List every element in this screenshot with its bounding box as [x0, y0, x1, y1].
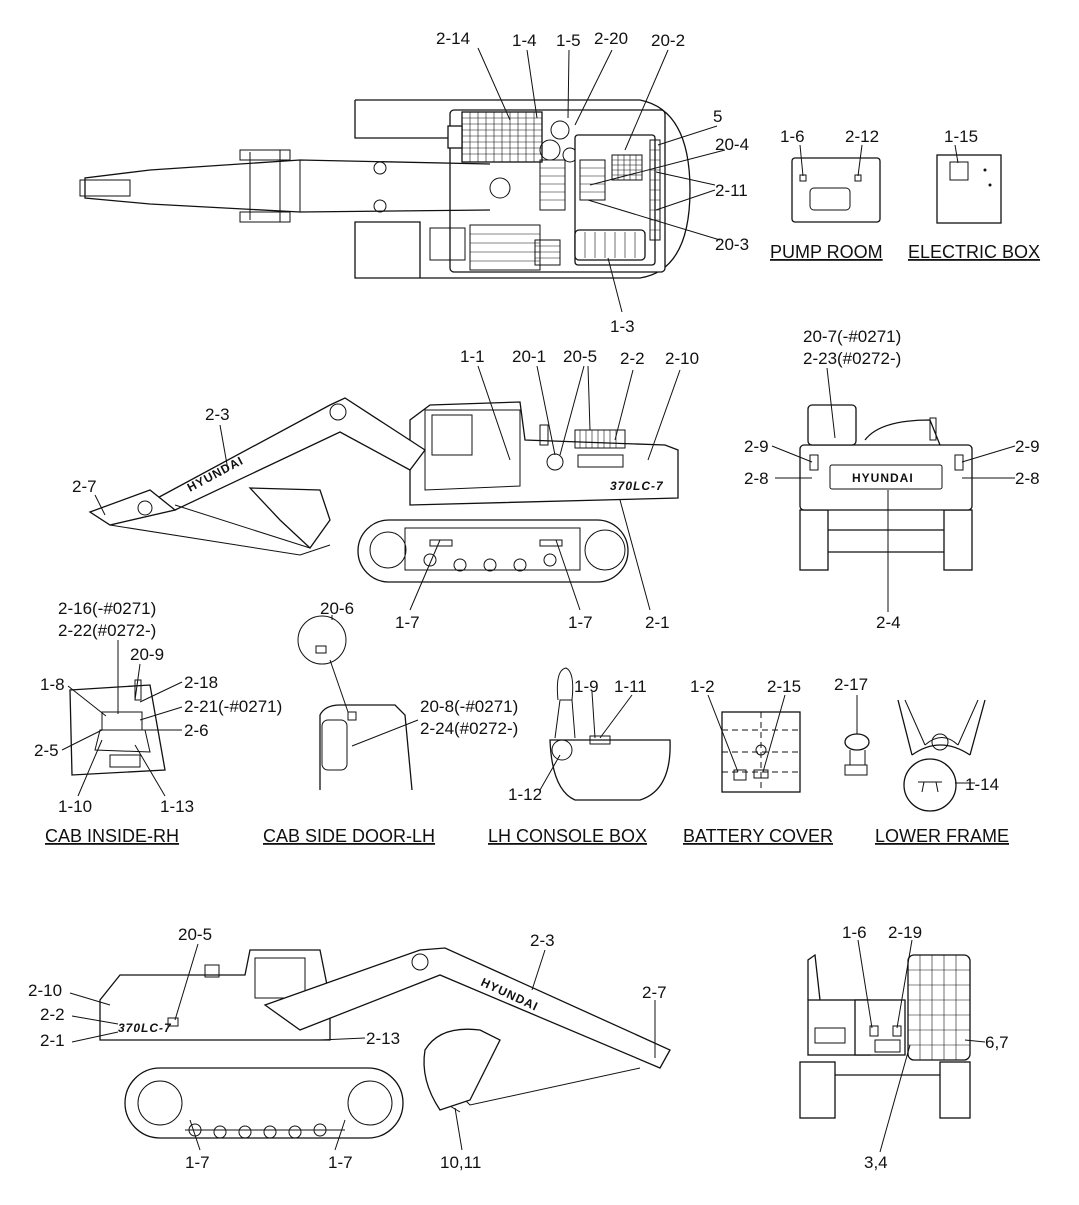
cab-side-door-lh: 20-6 20-8(-#0271) 2-24(#0272-) CAB SIDE … [263, 599, 518, 846]
label-2-19: 2-19 [888, 923, 922, 942]
label-2-16: 2-16(-#0271) [58, 599, 156, 618]
cab-inside-rh [61, 640, 183, 797]
label-2-8-right: 2-8 [1015, 469, 1040, 488]
side-view-rh: HYUNDAI 370LC-7 [69, 943, 671, 1151]
label-1-6-front: 1-6 [842, 923, 867, 942]
label-1-14: 1-14 [965, 775, 999, 794]
label-1-8: 1-8 [40, 675, 65, 694]
label-20-8: 20-8(-#0271) [420, 697, 518, 716]
label-20-7: 20-7(-#0271) [803, 327, 901, 346]
label-1-2: 1-2 [690, 677, 715, 696]
label-20-9: 20-9 [130, 645, 164, 664]
label-2-8-left: 2-8 [744, 469, 769, 488]
label-20-3: 20-3 [715, 235, 749, 254]
label-20-1: 20-1 [512, 347, 546, 366]
caption-cab-side-door-lh: CAB SIDE DOOR-LH [263, 826, 435, 846]
label-2-15: 2-15 [767, 677, 801, 696]
pump-room: 1-6 2-12 PUMP ROOM [770, 127, 883, 262]
label-2-9-left: 2-9 [744, 437, 769, 456]
label-2-18: 2-18 [184, 673, 218, 692]
label-1-7-lh-a: 1-7 [395, 613, 420, 632]
label-2-13: 2-13 [366, 1029, 400, 1048]
label-2-24: 2-24(#0272-) [420, 719, 518, 738]
label-1-5: 1-5 [556, 31, 581, 50]
battery-cover: 1-2 2-15 BATTERY COVER [683, 677, 833, 846]
label-1-1: 1-1 [460, 347, 485, 366]
label-2-14: 2-14 [436, 29, 470, 48]
label-2-9-right: 2-9 [1015, 437, 1040, 456]
label-2-3-rh: 2-3 [530, 931, 555, 950]
model-text-rh: 370LC-7 [118, 1021, 172, 1035]
label-1-7-rh-b: 1-7 [328, 1153, 353, 1172]
label-2-10-lh: 2-10 [665, 349, 699, 368]
rear-view: HYUNDAI [771, 367, 1016, 612]
label-2-1-lh: 2-1 [645, 613, 670, 632]
label-10-11: 10,11 [440, 1153, 481, 1172]
label-2-2-rh: 2-2 [40, 1005, 65, 1024]
label-5: 5 [713, 107, 722, 126]
lower-frame: 1-14 LOWER FRAME [875, 699, 1009, 846]
label-2-5: 2-5 [34, 741, 59, 760]
caption-electric-box: ELECTRIC BOX [908, 242, 1040, 262]
label-2-20: 2-20 [594, 29, 628, 48]
label-1-9: 1-9 [574, 677, 599, 696]
caption-pump-room: PUMP ROOM [770, 242, 883, 262]
cab-inside-rh-labels: 2-16(-#0271) 2-22(#0272-) 20-9 1-8 2-18 … [34, 599, 282, 846]
electric-box: 1-15 ELECTRIC BOX [908, 127, 1040, 262]
label-2-22: 2-22(#0272-) [58, 621, 156, 640]
label-2-6: 2-6 [184, 721, 209, 740]
label-1-10: 1-10 [58, 797, 92, 816]
label-1-12: 1-12 [508, 785, 542, 804]
label-20-5-rh: 20-5 [178, 925, 212, 944]
label-2-1-rh: 2-1 [40, 1031, 65, 1050]
top-view [79, 47, 726, 313]
label-1-7-lh-b: 1-7 [568, 613, 593, 632]
caption-lh-console-box: LH CONSOLE BOX [488, 826, 647, 846]
label-20-2: 20-2 [651, 31, 685, 50]
label-2-23: 2-23(#0272-) [803, 349, 901, 368]
filter-part: 2-17 [834, 675, 870, 776]
lh-console-box: 1-9 1-11 1-12 LH CONSOLE BOX [488, 667, 671, 846]
label-1-11: 1-11 [614, 677, 647, 696]
label-2-2-lh: 2-2 [620, 349, 645, 368]
model-text-lh: 370LC-7 [610, 479, 664, 493]
caption-battery-cover: BATTERY COVER [683, 826, 833, 846]
label-6-7: 6,7 [985, 1033, 1009, 1052]
caption-cab-inside-rh: CAB INSIDE-RH [45, 826, 179, 846]
front-view-labels: 1-6 2-19 6,7 3,4 [842, 923, 1009, 1172]
label-1-7-rh-a: 1-7 [185, 1153, 210, 1172]
label-2-7-lh: 2-7 [72, 477, 97, 496]
label-1-13: 1-13 [160, 797, 194, 816]
side-view-lh-labels: 1-1 20-1 20-5 2-2 2-10 2-3 2-7 1-7 1-7 2… [72, 347, 699, 632]
label-1-6: 1-6 [780, 127, 805, 146]
label-1-4: 1-4 [512, 31, 537, 50]
label-20-4: 20-4 [715, 135, 749, 154]
label-2-7-rh: 2-7 [642, 983, 667, 1002]
label-2-4: 2-4 [876, 613, 901, 632]
label-20-5-lh: 20-5 [563, 347, 597, 366]
label-2-11: 2-11 [715, 181, 748, 200]
label-3-4: 3,4 [864, 1153, 888, 1172]
front-view [799, 939, 986, 1153]
side-view-lh: HYUNDAI 370LC-7 [88, 365, 681, 611]
label-2-3-lh: 2-3 [205, 405, 230, 424]
label-2-17: 2-17 [834, 675, 868, 694]
label-20-6: 20-6 [320, 599, 354, 618]
rear-view-labels: 20-7(-#0271) 2-23(#0272-) 2-9 2-9 2-8 2-… [744, 327, 1040, 632]
top-view-labels: 2-14 1-4 1-5 2-20 20-2 5 20-4 2-11 20-3 … [436, 29, 749, 336]
label-2-21: 2-21(-#0271) [184, 697, 282, 716]
label-1-15: 1-15 [944, 127, 978, 146]
side-view-rh-labels: 20-5 2-10 2-2 2-1 2-13 2-3 2-7 1-7 1-7 1… [28, 925, 667, 1172]
caption-lower-frame: LOWER FRAME [875, 826, 1009, 846]
label-2-12: 2-12 [845, 127, 879, 146]
label-2-10-rh: 2-10 [28, 981, 62, 1000]
label-1-3: 1-3 [610, 317, 635, 336]
rear-logo-text: HYUNDAI [852, 471, 914, 485]
